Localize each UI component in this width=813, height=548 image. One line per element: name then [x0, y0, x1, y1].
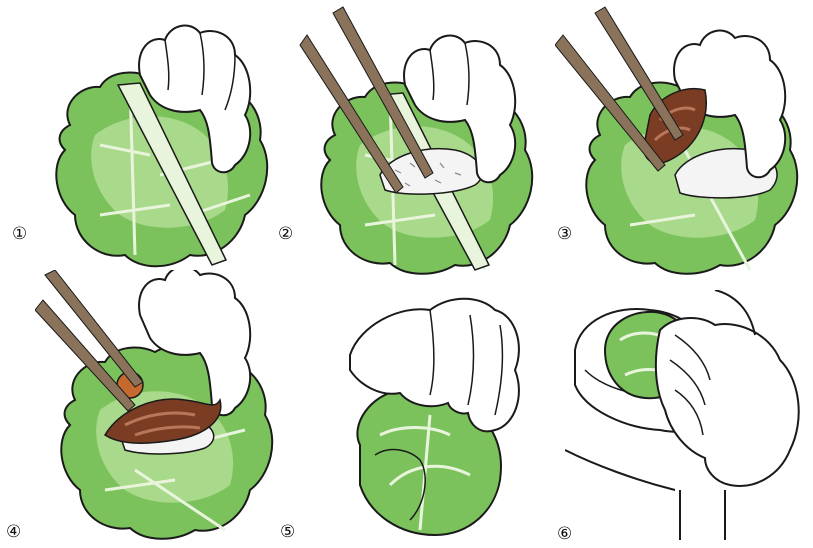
step-6-number: ⑥ — [557, 526, 572, 543]
step-4-illustration — [35, 270, 285, 540]
step-2-panel — [295, 5, 545, 275]
step-4-panel — [35, 270, 285, 540]
step-4-number: ④ — [6, 524, 21, 541]
step-2-number: ② — [278, 226, 293, 243]
upper-hand — [656, 318, 799, 486]
step-5-number: ⑤ — [280, 524, 295, 541]
step-3-number: ③ — [557, 226, 572, 243]
step-3-panel — [555, 5, 810, 275]
step-5-illustration — [330, 285, 540, 545]
step-2-illustration — [295, 5, 545, 275]
step-6-illustration — [565, 290, 810, 540]
step-6-panel — [565, 290, 810, 540]
step-5-panel — [330, 285, 540, 545]
step-1-illustration — [40, 15, 280, 275]
step-1-number: ① — [12, 226, 27, 243]
step-3-illustration — [555, 5, 810, 275]
step-1-panel — [40, 15, 280, 275]
